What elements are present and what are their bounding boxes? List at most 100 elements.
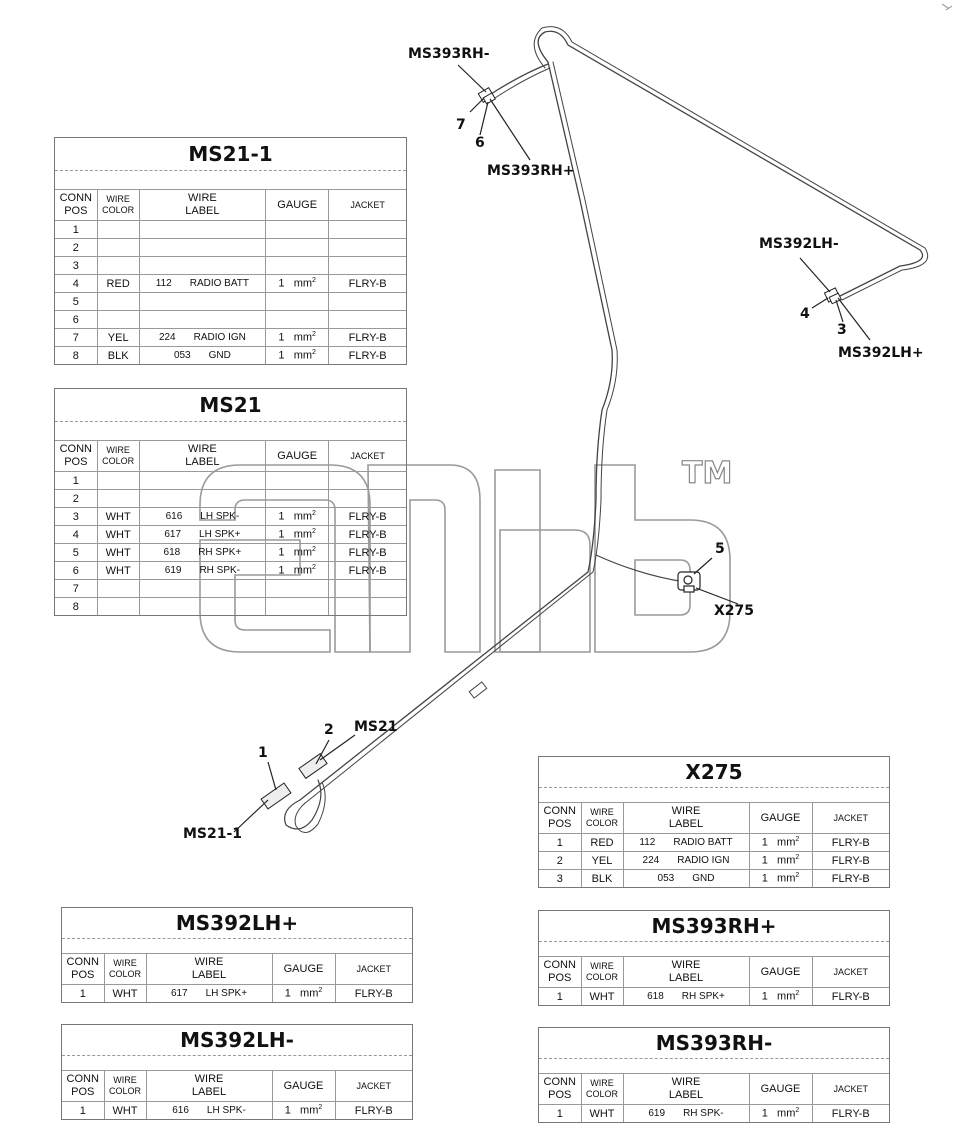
table-row: 6 [55,310,406,329]
cell-color: YEL [96,328,140,347]
cell-jacket: FLRY-B [334,984,412,1002]
cell-pos: 8 [55,346,98,364]
header-jacket: JACKET [811,803,889,834]
cell-pos: 1 [55,220,98,239]
wire-function: RH SPK+ [681,991,725,1002]
cell-label [138,292,267,311]
cell-jacket [328,489,406,508]
table-row: 3 [55,256,406,275]
cell-label: 112 RADIO BATT [622,833,750,852]
wire-function: RH SPK+ [198,547,242,558]
cell-pos: 7 [55,328,98,347]
label-ms392lh-plus: MS392LH+ [838,345,924,361]
wire-function: LH SPK+ [205,988,248,999]
header-jacket: JACKET [328,441,406,472]
table-title: MS393RH+ [539,911,889,942]
cell-pos: 1 [55,471,98,490]
label-ms393rh-plus: MS393RH+ [487,163,575,179]
table-row: 2 [55,489,406,508]
cell-gauge: 1 mm2 [265,561,330,580]
cell-jacket: FLRY-B [328,507,406,526]
label-ms21-1: MS21-1 [183,826,243,842]
header-jacket: JACKET [328,190,406,221]
cell-color [96,579,140,598]
cell-gauge: 1 mm2 [271,984,336,1002]
header-gauge: GAUGE [748,957,813,988]
cell-pos: 6 [55,310,98,329]
label-ms21: MS21 [354,719,398,735]
label-pin-3: 3 [837,322,847,338]
wire-function: RADIO BATT [673,837,733,848]
cell-jacket [328,597,406,615]
cell-color: WHT [580,987,624,1005]
wire-function: LH SPK- [200,511,240,522]
cell-color: WHT [96,507,140,526]
harness-wires [284,26,929,833]
header-jacket: JACKET [811,957,889,988]
cell-jacket [328,220,406,239]
cell-gauge [265,471,330,490]
wire-number: 617 [164,529,182,540]
header-gauge: GAUGE [748,1074,813,1105]
cell-gauge: 1 mm2 [265,525,330,544]
cell-label [138,579,267,598]
cell-gauge [265,489,330,508]
label-x275: X275 [714,603,755,619]
wire-function: GND [208,350,231,361]
watermark-tm: TM [681,455,733,491]
cell-pos: 2 [55,238,98,257]
wire-function: RH SPK- [683,1108,724,1119]
cell-jacket: FLRY-B [328,328,406,347]
label-pin-6: 6 [475,135,485,151]
table-title: MS392LH+ [62,908,412,939]
cell-color: RED [580,833,624,852]
wire-number: 618 [163,547,181,558]
cell-gauge: 1 mm2 [748,1104,813,1122]
wire-number: 618 [647,991,664,1002]
header-gauge: GAUGE [265,190,330,221]
table-title: MS392LH- [62,1025,412,1056]
corner-mark [941,3,953,11]
cell-pos: 2 [55,489,98,508]
table-title: MS21-1 [55,138,406,171]
cell-color [96,292,140,311]
header-gauge: GAUGE [271,1071,336,1102]
cell-jacket [328,579,406,598]
cell-label [138,310,267,329]
wire-number: 619 [164,565,182,576]
cell-gauge: 1 mm2 [748,987,813,1005]
cell-gauge [265,310,330,329]
cell-jacket: FLRY-B [334,1101,412,1119]
wire-number: 112 [639,837,656,848]
cell-pos: 4 [55,274,98,293]
cell-pos: 2 [539,851,582,870]
